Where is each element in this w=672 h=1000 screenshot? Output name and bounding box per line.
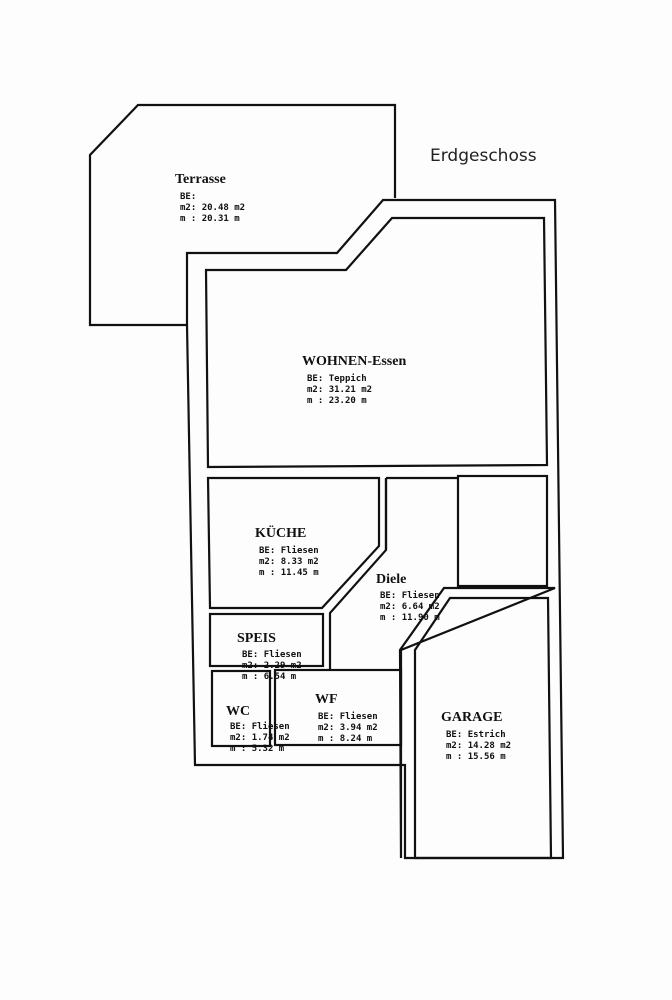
room-info: BE: Teppich m2: 31.21 m2 m : 23.20 m [307,374,372,407]
room-info-value: 8.24 [339,734,362,744]
room-info-value: m : [446,752,463,762]
room-info-value: 23.20 [328,396,356,406]
room-info-value: m : [380,613,397,623]
room-name: SPEIS [237,631,276,646]
room-info-value: Fliesen [263,650,302,660]
room-info-value: m2: [380,602,397,612]
room-info: BE: Estrich m2: 14.28 m2 m : 15.56 m [446,730,511,763]
room-info-value: 31.21 [328,385,356,395]
room-info-value: m2: [307,385,324,395]
room-info-value: 1.74 [251,733,274,743]
room-info-value: m2 [290,661,302,671]
floor-title: Erdgeschoss [430,146,537,166]
room-info-value: m2: [446,741,463,751]
room-name: Terrasse [175,172,226,187]
room-info-value: Fliesen [339,712,378,722]
room-info-value: m [234,214,240,224]
room-info: BE: Fliesen m2: 6.64 m2 m : 11.90 m [380,591,440,624]
room-info-value: m2: [230,733,247,743]
room-info-value: m2: [259,557,276,567]
room-info-value: m [278,744,285,754]
room-info-value: m : [230,744,247,754]
living-room-wall [204,216,549,469]
room-info-value: Teppich [328,374,367,384]
room-info-value: m : [242,672,259,682]
room-name: WC [226,704,251,719]
kitchen-wall [206,476,381,610]
pantry-wall [208,612,325,668]
room-info-value: BE: [259,546,276,556]
room-info-value: 2.29 [263,661,286,671]
room-info-value: 5.32 [251,744,274,754]
room-info-value: m [290,672,297,682]
room-info: BE: m2: 20.48 m2 m : 20.31 m [180,192,245,225]
room-info-value: m : [180,214,197,224]
room-info-value: 20.31 [201,214,229,224]
room-name: WF [315,692,338,707]
room-info-value: m2 [307,557,319,567]
room-info-value: m2: [180,203,197,213]
room-info-value: BE: [446,730,463,740]
room-info-value: BE: [318,712,335,722]
room-info-value: 11.45 [280,568,308,578]
room-info-value: BE: [230,722,247,732]
room-info-value: m : [318,734,335,744]
room-name: WOHNEN-Essen [302,354,407,369]
room-info-value: BE: [307,374,324,384]
room-info-value: 14.28 [467,741,495,751]
terrace-outline [88,103,397,327]
room-name: Diele [376,572,407,587]
room-info: BE: Fliesen m2: 3.94 m2 m : 8.24 m [318,712,378,745]
room-info-value: Fliesen [401,591,440,601]
room-info-value: BE: [242,650,259,660]
room-name: GARAGE [441,710,503,725]
room-info-value: m2 [366,723,378,733]
room-info-value: m2 [361,385,373,395]
room-info-value: 11.90 [401,613,429,623]
room-info-value: 6.54 [263,672,286,682]
room-info-value: m2 [500,741,512,751]
room-info-value: 8.33 [280,557,303,567]
room-info-value: m2 [428,602,440,612]
room-info-value: m2 [278,733,290,743]
room-info: BE: Fliesen m2: 8.33 m2 m : 11.45 m [259,546,319,579]
closet-wall [456,474,549,588]
room-info-value: Fliesen [280,546,319,556]
room-info-value: m [313,568,319,578]
room-info-value: 3.94 [339,723,362,733]
room-info-value: m [361,396,367,406]
wc-wall [210,669,272,748]
room-info: BE: Fliesen m2: 2.29 m2 m : 6.54 m [242,650,302,683]
room-info-value: 20.48 [201,203,229,213]
room-info-value: m : [307,396,324,406]
garage-wall [413,596,553,860]
room-info: BE: Fliesen m2: 1.74 m2 m : 5.32 m [230,722,290,755]
room-info-value: m [500,752,506,762]
room-info-value: m : [259,568,276,578]
room-info-value: BE: [180,192,197,202]
room-info-value: m [434,613,440,623]
room-info-value: m2: [318,723,335,733]
room-info-value: 6.64 [401,602,424,612]
room-info-value: 15.56 [467,752,495,762]
room-info-value: Estrich [467,730,506,740]
room-info-value: m2: [242,661,259,671]
room-info-value: m2 [234,203,246,213]
room-info-value: BE: [380,591,397,601]
room-info-value: Fliesen [251,722,290,732]
room-name: KÜCHE [255,526,307,541]
room-info-value: m [366,734,373,744]
